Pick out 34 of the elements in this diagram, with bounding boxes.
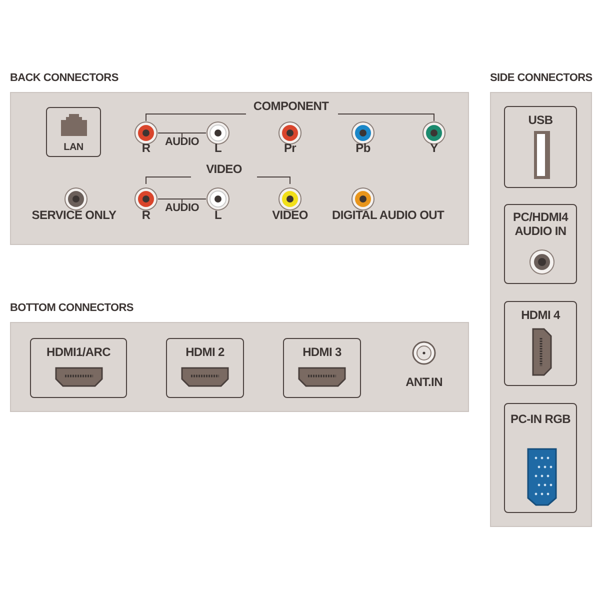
- group-label: AUDIO: [165, 135, 199, 149]
- connector-label: LAN: [62, 141, 84, 155]
- connector-label: Pr: [284, 141, 296, 155]
- connector-box: [166, 338, 244, 398]
- connector-box: [46, 107, 101, 157]
- connector-label: HDMI1/ARC: [46, 345, 112, 359]
- group-label: VIDEO: [206, 162, 242, 176]
- group-label: COMPONENT: [253, 99, 329, 113]
- connector-label: VIDEO: [272, 208, 308, 222]
- connector-box: [30, 338, 127, 398]
- connector-label: Pb: [356, 141, 370, 155]
- connector-label: PC-IN RGB: [510, 412, 572, 426]
- connector-box: [504, 403, 577, 513]
- connector-label: ANT.IN: [406, 375, 442, 389]
- group-label: AUDIO: [165, 201, 199, 215]
- connector-label: SERVICE ONLY: [32, 208, 116, 222]
- connector-box: [504, 106, 577, 188]
- section-heading: BOTTOM CONNECTORS: [10, 302, 134, 314]
- connector-box: [504, 301, 577, 386]
- connector-label: Y: [430, 141, 438, 155]
- connector-label: PC/HDMI4 AUDIO IN: [512, 210, 570, 238]
- connector-label: R: [142, 141, 150, 155]
- section-heading: SIDE CONNECTORS: [490, 72, 592, 84]
- connector-label: USB: [527, 113, 554, 127]
- connector-label: DIGITAL AUDIO OUT: [332, 208, 444, 222]
- connector-label: HDMI 4: [520, 308, 562, 322]
- section-heading: BACK CONNECTORS: [10, 72, 118, 84]
- connector-box: [504, 204, 577, 284]
- connector-label: L: [214, 141, 222, 155]
- connector-label: HDMI 2: [184, 345, 226, 359]
- connector-label: R: [142, 208, 150, 222]
- connector-label: L: [214, 208, 222, 222]
- connector-box: [283, 338, 361, 398]
- connector-label: HDMI 3: [302, 345, 342, 359]
